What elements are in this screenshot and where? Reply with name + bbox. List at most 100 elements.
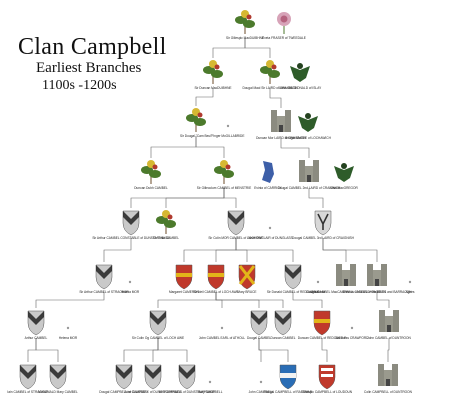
plant-icon: [186, 108, 206, 132]
person-name: Dougal CAMBEL: [247, 336, 271, 340]
person-name: Helena MOR: [121, 290, 140, 294]
person-node: Sir Neil CAMBEL of LOCH AWE: [193, 264, 239, 294]
person-name: Arthur CAMBEL: [25, 336, 48, 340]
person-node: Arthur CAMBEL: [25, 310, 48, 340]
person-node: Colin CAMPBELL of DUNTROON: [364, 364, 413, 394]
person-node: Agnes: [405, 280, 415, 294]
castle-icon: [379, 310, 399, 332]
person-marker-icon: [408, 280, 412, 284]
person-name: Colin CAMPBELL of DUNTROON: [364, 390, 413, 394]
person-marker-icon: [128, 280, 132, 284]
tree-connector: [152, 338, 159, 362]
person-name: Sir Arthur CAMBEL CONSTABLE of DUNSTAFFN…: [92, 236, 169, 240]
map-icon: [262, 161, 274, 183]
castle-icon: [336, 264, 356, 286]
tree-connector: [27, 338, 37, 362]
person-node: Mary CAMPBELL: [198, 380, 223, 394]
person-name: Annis MACDONALD of ISLAY: [279, 86, 322, 90]
person-node: Janet SINCLAIR of DUNGLASS: [247, 226, 293, 240]
person-name: Dougal Maol Sir LAIRD of CRAIGNISH: [242, 86, 298, 90]
tree-connector: [195, 136, 225, 158]
shieldRed-icon: [175, 264, 193, 290]
person-node: Sir Duncan MacDUIBHNE: [194, 60, 232, 90]
person-name: Finger McGILLABRIDE: [212, 134, 245, 138]
shieldRedCheck-icon: [318, 364, 336, 390]
tree-connector: [150, 136, 197, 158]
shieldGray-icon: [95, 264, 113, 290]
person-node: John CAMBEL EARL of ATHOLL: [199, 326, 245, 340]
person-node: Sir Arthur CAMBEL CONSTABLE of DUNSTAFFN…: [92, 210, 170, 240]
shieldGray-icon: [250, 310, 268, 336]
person-node: Helena MOR: [59, 326, 78, 340]
shieldGray-icon: [144, 364, 162, 390]
shieldGray-icon: [19, 364, 37, 390]
shieldGray-icon: [284, 264, 302, 290]
tree-connector: [376, 292, 390, 308]
person-name: Duncan CAMBEL: [271, 336, 296, 340]
person-name: Mary CAMPBELL: [198, 390, 223, 394]
person-node: Sir Gillecolum CAMBEL of MENSTRIE: [197, 160, 251, 190]
person-node: Duncan Mor LAIRD of CRAIGNISH: [256, 110, 307, 140]
person-name: Dougal CAMBEL 2nd LAIRD of CRAIGNISH: [278, 186, 341, 190]
person-name: Dougal CAMPBELL of GLASSARY: [99, 390, 149, 394]
person-name: Dougal CAMBEL MacCAMPBELL of GLASCHOMBRE…: [306, 290, 386, 294]
tree-connector: [103, 238, 132, 262]
person-node: Sir Donald CAMBEL of REDCASTLE: [267, 264, 319, 294]
person-name: Agnes: [405, 290, 414, 294]
person-name: Gillespic CAMPBELL of LOUDOUN: [302, 390, 353, 394]
tree-connector: [212, 38, 246, 58]
tree-connector: [165, 188, 225, 208]
eagle-icon: [334, 163, 354, 182]
tree-connector: [258, 338, 289, 362]
person-node: Helena MOR: [121, 280, 140, 294]
shieldGray-icon: [122, 210, 140, 236]
person-name: John CAMPBELL: [249, 390, 274, 394]
person-node: Annabella: [311, 280, 325, 294]
tree-connector: [292, 292, 323, 308]
person-name: Sir Neil CAMBEL of LOCH AWE: [193, 290, 238, 294]
tree-connector: [35, 338, 59, 362]
tree-connector: [235, 238, 248, 262]
tree-connector: [157, 292, 217, 308]
person-node: Miss MacGREGOR: [330, 163, 359, 190]
person-name: Neil CAMPBELL of DUNSTRAFFNAGE: [159, 390, 215, 394]
person-node: McDONALD Mary CAMBEL: [38, 364, 78, 394]
tree-connector: [269, 88, 282, 108]
person-node: Eveta FRASER of TWEEDALE: [262, 12, 306, 40]
castle-icon: [367, 264, 387, 286]
person-node: Mary BRUCE: [237, 264, 257, 294]
plant-icon: [141, 160, 161, 184]
tree-connector: [322, 238, 378, 262]
tree-connector: [157, 338, 188, 362]
shieldBlue-icon: [279, 364, 297, 390]
shieldGray-icon: [227, 210, 245, 236]
person-name: Iain CAMBEL of STRACHUR: [7, 390, 49, 394]
title-clan-campbell: Clan Campbell: [18, 34, 167, 60]
person-name: Duncan CAMBEL of REDCASTLE: [298, 336, 346, 340]
plant-icon: [235, 10, 255, 34]
person-name: Evinia of CARRICK: [254, 186, 282, 190]
shieldGray-icon: [49, 364, 67, 390]
person-node: Duncan CAMBEL of REDCASTLE: [298, 310, 346, 340]
person-name: Duncan Dubh CAMBEL: [134, 186, 168, 190]
shieldGray-icon: [115, 364, 133, 390]
person-node: Neil CAMPBELL of DUNSTRAFFNAGE: [159, 364, 215, 394]
eagle-icon: [290, 63, 310, 82]
person-node: Duncan CAMBEL: [271, 310, 296, 340]
tree-connector: [223, 188, 237, 208]
person-node: Dougal CAMBEL 3rd LAIRD of CRAIGNISH: [292, 210, 355, 240]
plant-icon: [260, 60, 280, 84]
tree-connector: [244, 38, 271, 58]
person-name: Sir Gillecolum CAMBEL of MENSTRIE: [197, 186, 251, 190]
tree-connector: [280, 138, 310, 158]
person-node: Dougal CAMBEL MacCAMPBELL of GLASCHOMBRE…: [306, 264, 386, 294]
person-name: Annabella: [311, 290, 325, 294]
shieldGray-icon: [274, 310, 292, 336]
person-name: Dougal CAMBEL 3rd LAIRD of CRAIGNISH: [292, 236, 355, 240]
person-name: Helena MOR: [59, 336, 78, 340]
shieldRed-icon: [207, 264, 225, 290]
person-marker-icon: [66, 326, 70, 330]
person-node: Finger McGILLABRIDE: [212, 124, 245, 138]
